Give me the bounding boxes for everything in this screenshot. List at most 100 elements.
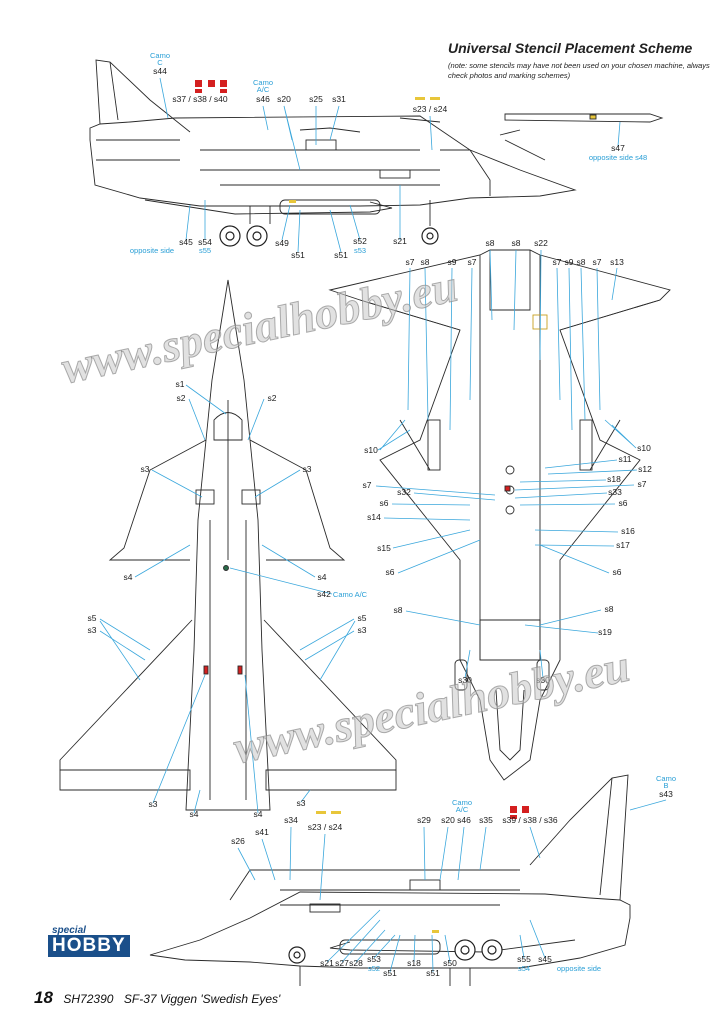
stencil-label: s22 [534,238,548,248]
stencil-label: s3 [141,464,150,474]
stencil-label: s23 / s24 [413,104,448,114]
stencil-label: Camo [656,774,676,783]
stencil-label: s4 [190,809,199,819]
bottom-view [328,249,671,781]
stencil-label: s21 [320,958,334,968]
side-view-right-wheels [288,939,503,964]
probe-detail [504,113,664,123]
stencil-label: s10 [364,445,378,455]
stencil-label: s53 [367,954,381,964]
stencil-label: s46 [457,815,471,825]
stencil-label: s8 [605,604,614,614]
stencil-label: s6 [613,567,622,577]
stencil-label: s3 [303,464,312,474]
leader-lines [99,77,667,973]
stencil-label: s23 / s24 [308,822,343,832]
stencil-label: s9 [448,257,457,267]
stencil-label: s29 [417,815,431,825]
stencil-label: opposite side [130,246,174,255]
stencil-label: s43 [659,789,673,799]
logo-hobby-text: HOBBY [48,935,130,957]
stencil-label: s8 [421,257,430,267]
stencil-label: s50 [443,958,457,968]
stencil-label: s8 [577,257,586,267]
stencil-label: s15 [377,543,391,553]
stencil-label: A/C [456,805,469,814]
stencil-label: s5 [88,613,97,623]
stencil-label: s1 [176,379,185,389]
side-view-left-wheels [219,225,439,247]
stencil-label: s51 [426,968,440,978]
stencil-label: B [663,781,668,790]
page-footer: 18 SH72390 SF-37 Viggen 'Swedish Eyes' [34,988,280,1008]
stencil-label: s18 [407,958,421,968]
side-view-right [149,774,631,986]
stencil-label: s30 [458,675,472,685]
stencil-label: s28 [349,958,363,968]
stencil-label: C [157,58,163,67]
stencil-label: s6 [386,567,395,577]
page-number: 18 [34,988,53,1007]
kit-number: SH72390 [63,992,114,1006]
stencil-label: s45 [179,237,193,247]
stencil-label: s4 [124,572,133,582]
stencil-label: Camo A/C [333,590,368,599]
special-hobby-logo: special HOBBY [48,925,130,965]
kit-name: SF-37 Viggen 'Swedish Eyes' [123,992,281,1006]
stencil-label: s8 [394,605,403,615]
stencil-label: s44 [153,66,167,76]
stencil-label: s6 [380,498,389,508]
stencil-label: s20 [277,94,291,104]
stencil-label: s54 [518,964,530,973]
stencil-label: Camo [150,51,170,60]
page-note: (note: some stencils may have not been u… [448,61,710,80]
stencil-label: s17 [616,540,630,550]
stencil-label: s12 [638,464,652,474]
stencil-label: s2 [268,393,277,403]
stencil-label: s33 [608,487,622,497]
stencil-label: s21 [393,236,407,246]
stencil-label: s14 [367,512,381,522]
logo-special-text: special [52,925,86,936]
stencil-label: s32 [397,487,411,497]
stencil-label: s18 [607,474,621,484]
stencil-label: opposite side s48 [589,153,647,162]
stencil-label: s25 [309,94,323,104]
stencil-label: s9 [565,257,574,267]
plan-view-top [59,279,397,811]
stencil-label: s31 [332,94,346,104]
page-title: Universal Stencil Placement Scheme [448,40,693,56]
stencil-label: s6 [619,498,628,508]
stencil-label: s8 [486,238,495,248]
stencil-label: s4 [254,809,263,819]
stencil-label: s55 [199,246,211,255]
stencil-markers [195,80,529,933]
stencil-label: s51 [383,968,397,978]
stencil-label: s42 [317,589,331,599]
stencil-label: s7 [363,480,372,490]
side-view-left [89,59,577,226]
stencil-label: s26 [231,836,245,846]
stencil-label: s7 [638,479,647,489]
stencil-label: s19 [598,627,612,637]
stencil-label: s34 [284,815,298,825]
stencil-label: s3 [297,798,306,808]
stencil-label: s49 [275,238,289,248]
stencil-label: s3 [149,799,158,809]
stencil-label: s51 [291,250,305,260]
stencil-label: s10 [637,443,651,453]
stencil-label: s7 [468,257,477,267]
stencil-label: s16 [621,526,635,536]
stencil-label: s51 [334,250,348,260]
stencil-label: s7 [593,257,602,267]
stencil-label: s11 [618,454,631,464]
stencil-label: s5 [358,613,367,623]
stencil-label: s52 [353,236,367,246]
stencil-label: Camo [452,798,472,807]
stencil-label: s13 [610,257,624,267]
stencil-label: s41 [255,827,269,837]
stencil-label: A/C [257,85,270,94]
